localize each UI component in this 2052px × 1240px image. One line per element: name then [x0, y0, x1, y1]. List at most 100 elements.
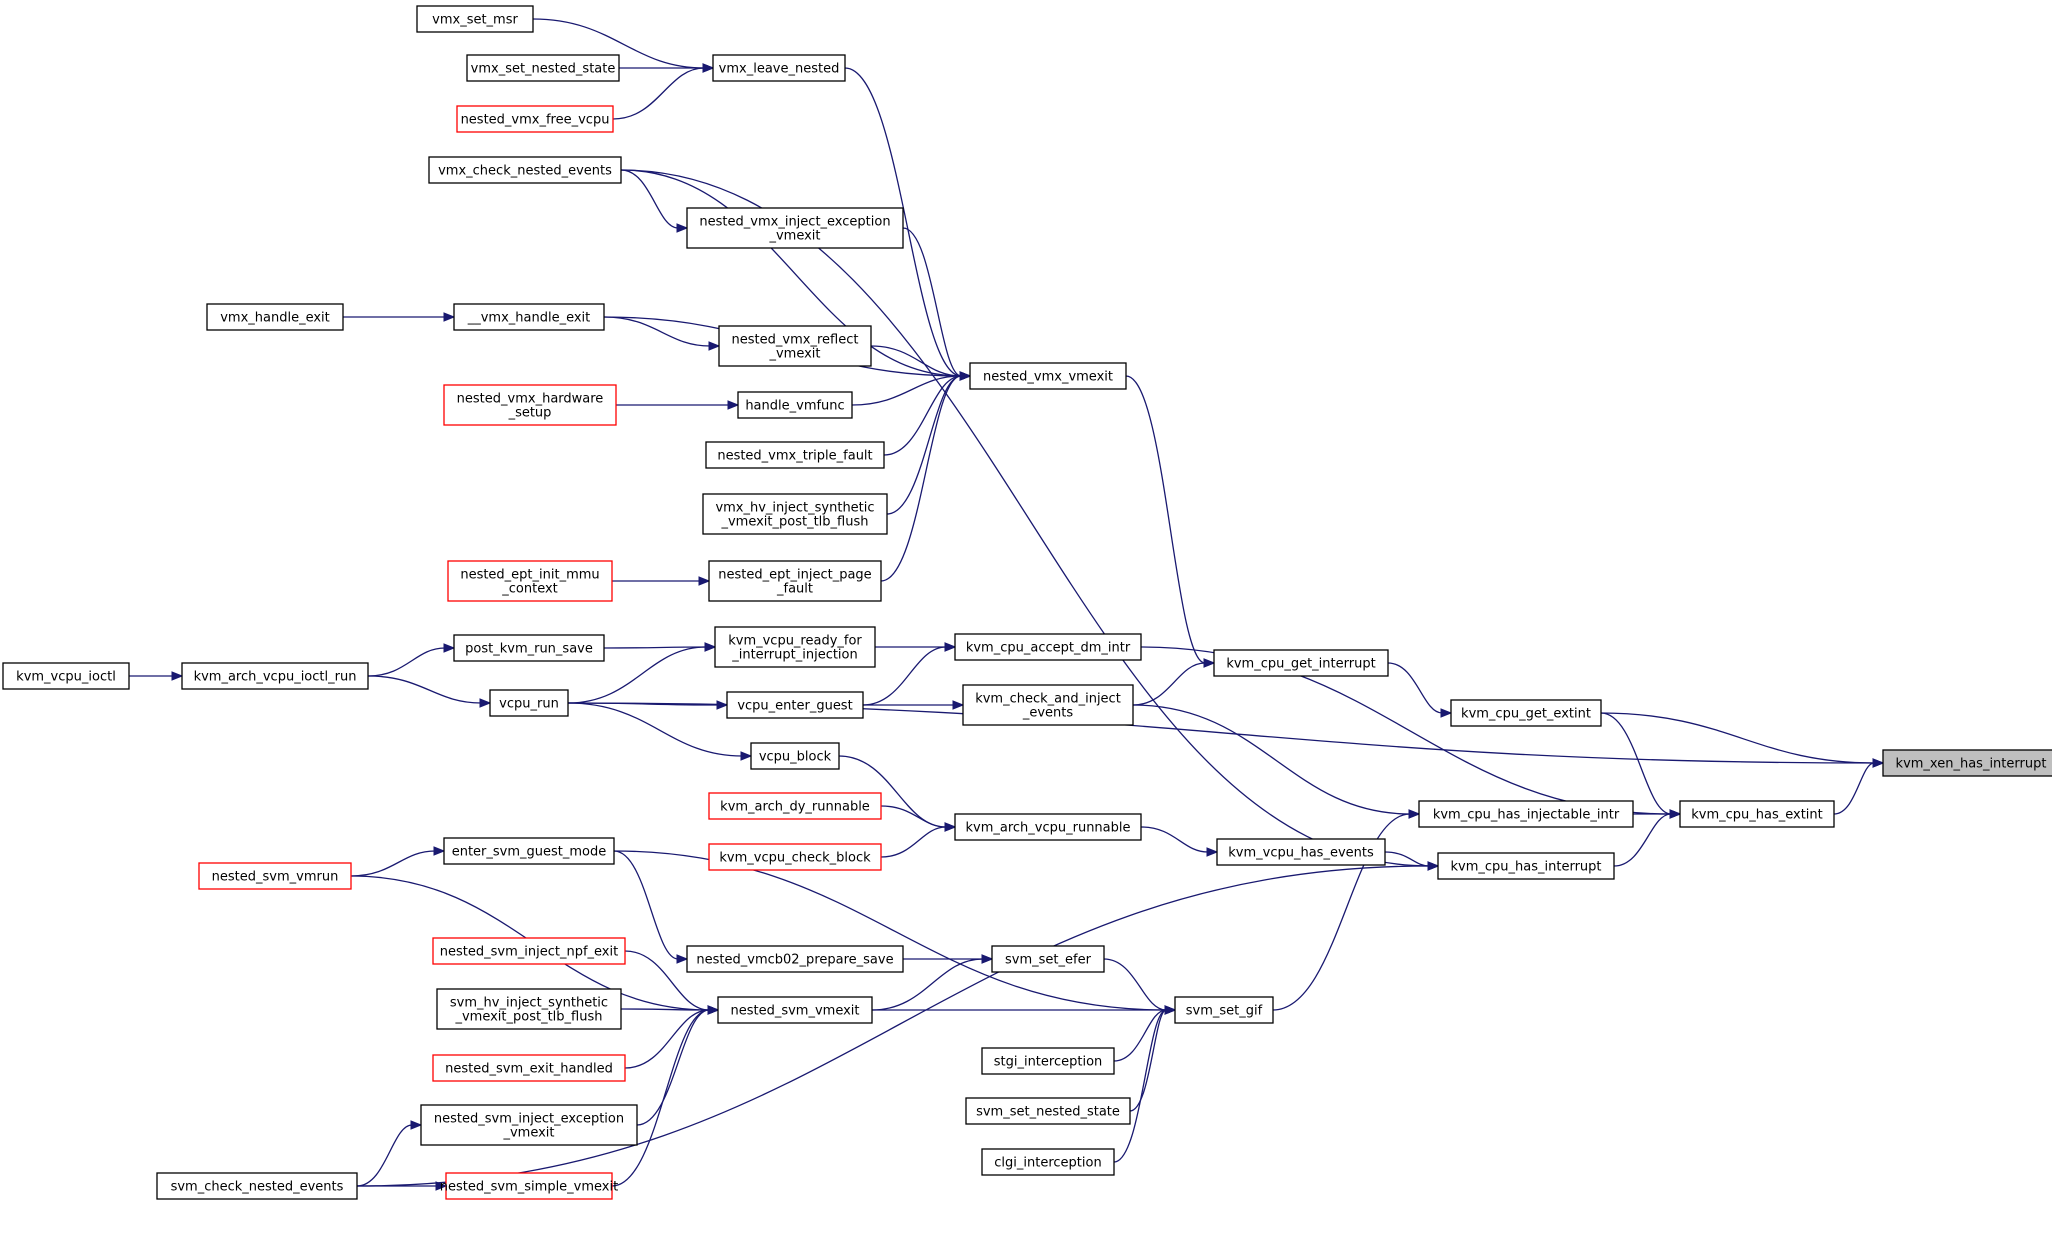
node-kvm-cpu-has-injectable-intr[interactable]: kvm_cpu_has_injectable_intr: [1418, 800, 1634, 828]
node-svm-set-gif[interactable]: svm_set_gif: [1174, 996, 1274, 1024]
node-kvm-cpu-has-extint[interactable]: kvm_cpu_has_extint: [1679, 800, 1835, 828]
node-label: vmx_check_nested_events: [438, 164, 612, 179]
node-nested-vmcb02-prepare-save[interactable]: nested_vmcb02_prepare_save: [686, 945, 904, 973]
node-label: kvm_vcpu_has_events: [1228, 846, 1374, 861]
node-label: nested_ept_init_mmu: [460, 568, 599, 583]
edge-svm_check_nested_events-to-kvm_cpu_has_interrupt: [356, 861, 1440, 1187]
node-nested-svm-exit-handled[interactable]: nested_svm_exit_handled: [432, 1054, 626, 1082]
node-kvm-vcpu-ioctl[interactable]: kvm_vcpu_ioctl: [2, 662, 130, 690]
edge-nested_vmx_vmexit-to-kvm_cpu_get_interrupt: [1125, 375, 1216, 668]
node-label: kvm_cpu_get_interrupt: [1226, 657, 1375, 672]
node-label: kvm_vcpu_check_block: [719, 851, 871, 866]
node-kvm-cpu-accept-dm-intr[interactable]: kvm_cpu_accept_dm_intr: [954, 633, 1142, 661]
node-label: vmx_set_nested_state: [471, 62, 616, 77]
node-box: [2, 662, 130, 690]
node-svm-set-nested-state[interactable]: svm_set_nested_state: [965, 1097, 1131, 1125]
node-nested-ept-inject-page-fault[interactable]: nested_ept_inject_page_fault: [708, 560, 882, 602]
nodes-layer: vmx_set_msr vmx_set_nested_state nested_vm…: [2, 5, 2052, 1200]
node-nested-vmx-reflect-vmexit[interactable]: nested_vmx_reflect_vmexit: [718, 325, 872, 367]
node-vmx-leave-nested[interactable]: vmx_leave_nested: [712, 54, 846, 82]
node-box: [714, 626, 876, 668]
node-kvm-cpu-get-interrupt[interactable]: kvm_cpu_get_interrupt: [1213, 649, 1389, 677]
node-nested-vmx-inject-exception-vmexit[interactable]: nested_vmx_inject_exception_vmexit: [686, 207, 904, 249]
node-nested-svm-inject-exception-vmexit[interactable]: nested_svm_inject_exception_vmexit: [420, 1104, 638, 1146]
node---vmx-handle-exit[interactable]: __vmx_handle_exit: [453, 303, 605, 331]
node-nested-svm-simple-vmexit[interactable]: nested_svm_simple_vmexit: [440, 1172, 618, 1200]
node-box: [717, 996, 873, 1024]
node-label: nested_svm_exit_handled: [445, 1062, 613, 1077]
node-clgi-interception[interactable]: clgi_interception: [981, 1148, 1115, 1176]
node-label: nested_svm_inject_npf_exit: [440, 945, 618, 960]
node-enter-svm-guest-mode[interactable]: enter_svm_guest_mode: [443, 837, 615, 865]
node-kvm-cpu-has-interrupt[interactable]: kvm_cpu_has_interrupt: [1437, 852, 1615, 880]
node-box: [432, 937, 626, 965]
node-box: [708, 560, 882, 602]
node-vmx-set-msr[interactable]: vmx_set_msr: [416, 5, 534, 33]
node-nested-svm-inject-npf-exit[interactable]: nested_svm_inject_npf_exit: [432, 937, 626, 965]
node-svm-set-efer[interactable]: svm_set_efer: [991, 945, 1105, 973]
node-label: svm_hv_inject_synthetic: [450, 996, 608, 1011]
node-box: [453, 634, 605, 662]
node-label: kvm_cpu_has_extint: [1691, 808, 1823, 823]
node-label: vmx_set_msr: [432, 13, 518, 28]
node-label: svm_set_efer: [1005, 953, 1092, 968]
node-nested-ept-init-mmu-context[interactable]: nested_ept_init_mmu_context: [447, 560, 613, 602]
node-nested-svm-vmrun[interactable]: nested_svm_vmrun: [198, 862, 352, 890]
node-box: [726, 691, 864, 719]
node-nested-svm-vmexit[interactable]: nested_svm_vmexit: [717, 996, 873, 1024]
node-nested-vmx-free-vcpu[interactable]: nested_vmx_free_vcpu: [456, 105, 614, 133]
node-label: enter_svm_guest_mode: [452, 845, 607, 860]
node-post-kvm-run-save[interactable]: post_kvm_run_save: [453, 634, 605, 662]
edge-vmx_hv_inject_synthetic-to-nested_vmx_vmexit: [886, 371, 972, 515]
node-svm-hv-inject-synthetic[interactable]: svm_hv_inject_synthetic_vmexit_post_tlb_…: [436, 988, 622, 1030]
node-box: [686, 207, 904, 249]
edge-nested_svm_vmrun-to-enter_svm_guest_mode: [350, 846, 446, 877]
node-box: [686, 945, 904, 973]
node-box: [445, 1172, 613, 1200]
node-box: [1882, 749, 2052, 777]
node-svm-check-nested-events[interactable]: svm_check_nested_events: [156, 1172, 358, 1200]
node-box: [1418, 800, 1634, 828]
node-kvm-vcpu-ready-for-interrupt-injection[interactable]: kvm_vcpu_ready_for_interrupt_injection: [714, 626, 876, 668]
node-label: nested_vmx_inject_exception: [699, 215, 890, 230]
node-nested-vmx-vmexit[interactable]: nested_vmx_vmexit: [969, 362, 1127, 390]
node-handle-vmfunc[interactable]: handle_vmfunc: [737, 391, 853, 419]
node-box: [489, 689, 569, 717]
node-box: [156, 1172, 358, 1200]
node-nested-vmx-hardware-setup[interactable]: nested_vmx_hardware_setup: [443, 384, 617, 426]
node-stgi-interception[interactable]: stgi_interception: [981, 1047, 1115, 1075]
node-vmx-set-nested-state[interactable]: vmx_set_nested_state: [466, 54, 620, 82]
node-kvm-xen-has-interrupt[interactable]: kvm_xen_has_interrupt: [1882, 749, 2052, 777]
node-box: [981, 1047, 1115, 1075]
node-label: nested_vmx_triple_fault: [717, 449, 872, 464]
node-vmx-check-nested-events[interactable]: vmx_check_nested_events: [428, 156, 622, 184]
node-box: [705, 441, 885, 469]
edge-nested_vmx_triple_fault-to-nested_vmx_vmexit: [883, 371, 972, 456]
node-kvm-cpu-get-extint[interactable]: kvm_cpu_get_extint: [1450, 699, 1602, 727]
node-box: [181, 662, 369, 690]
node-vcpu-block[interactable]: vcpu_block: [750, 742, 840, 770]
node-kvm-arch-dy-runnable[interactable]: kvm_arch_dy_runnable: [708, 792, 882, 820]
node-label: kvm_xen_has_interrupt: [1896, 757, 2047, 772]
node-vmx-handle-exit[interactable]: vmx_handle_exit: [206, 303, 344, 331]
node-vmx-hv-inject-synthetic[interactable]: vmx_hv_inject_synthetic_vmexit_post_tlb_…: [702, 493, 888, 535]
node-vcpu-enter-guest[interactable]: vcpu_enter_guest: [726, 691, 864, 719]
node-kvm-check-and-inject-events[interactable]: kvm_check_and_inject_events: [962, 684, 1134, 726]
edge-kvm_cpu_get_interrupt-to-kvm_cpu_get_extint: [1387, 662, 1453, 718]
node-label: svm_check_nested_events: [171, 1180, 344, 1195]
node-box: [420, 1104, 638, 1146]
edge-nested_ept_inject_page_fault-to-nested_vmx_vmexit: [880, 371, 972, 582]
node-box: [1216, 838, 1386, 866]
node-kvm-arch-vcpu-ioctl-run[interactable]: kvm_arch_vcpu_ioctl_run: [181, 662, 369, 690]
node-label: stgi_interception: [994, 1055, 1103, 1070]
node-kvm-vcpu-check-block[interactable]: kvm_vcpu_check_block: [708, 843, 882, 871]
node-label: _fault: [776, 582, 813, 597]
node-label: kvm_check_and_inject: [975, 692, 1121, 707]
node-nested-vmx-triple-fault[interactable]: nested_vmx_triple_fault: [705, 441, 885, 469]
node-vcpu-run[interactable]: vcpu_run: [489, 689, 569, 717]
node-label: _vmexit_post_tlb_flush: [454, 1010, 602, 1025]
node-kvm-vcpu-has-events[interactable]: kvm_vcpu_has_events: [1216, 838, 1386, 866]
edge-vmx_handle_exit-to-__vmx_handle_exit: [343, 312, 456, 322]
node-kvm-arch-vcpu-runnable[interactable]: kvm_arch_vcpu_runnable: [954, 813, 1142, 841]
node-label: vmx_handle_exit: [220, 311, 330, 326]
